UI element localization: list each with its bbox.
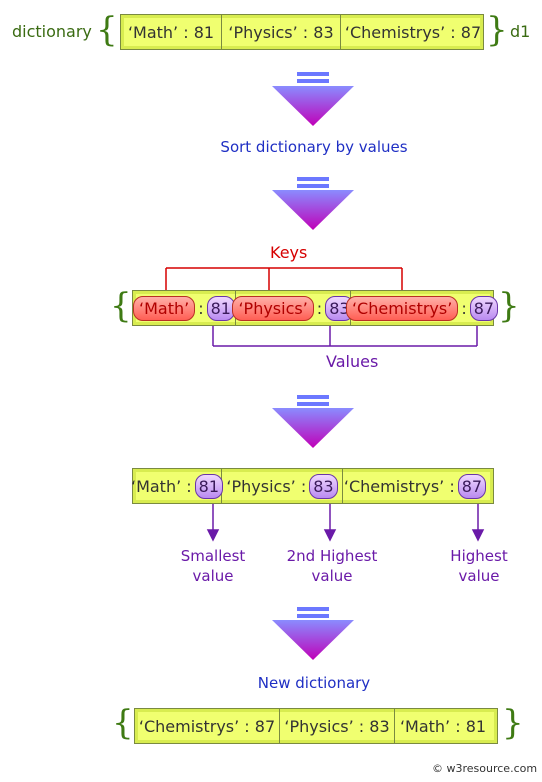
pair-cell: ‘Math’:81: [133, 291, 236, 325]
dict-cell: ‘Chemistrys’ : 87: [135, 709, 280, 743]
arrow-down-icon: [272, 72, 354, 126]
value-pill: 83: [309, 473, 338, 499]
dict-cell: ‘Physics’ : 83: [222, 15, 341, 49]
key-text: ‘Math’ :: [130, 476, 192, 496]
value-pill: 81: [194, 473, 224, 499]
note-line: 2nd Highest: [286, 547, 378, 565]
pair-cell: ‘Physics’ :83: [222, 469, 343, 503]
d1-label: d1: [510, 22, 531, 41]
open-brace: {: [112, 703, 134, 743]
keys-bracket: [165, 267, 403, 292]
note-line: value: [311, 567, 353, 585]
separator: :: [461, 298, 467, 318]
note-line: value: [192, 567, 234, 585]
pair-cell: ‘Math’ :81: [130, 469, 224, 503]
note-line: Highest: [450, 547, 508, 565]
dict-cell: ‘Math’ : 81: [121, 15, 222, 49]
dict-box-pairs: ‘Math’:81 ‘Physics’:83 ‘Chemistrys’:87: [132, 290, 499, 326]
note-line: value: [458, 567, 500, 585]
keys-label: Keys: [270, 243, 308, 262]
copyright-text: © w3resource.com: [432, 762, 538, 775]
value-pill: 81: [206, 295, 235, 321]
key-text: ‘Chemistrys’ :: [343, 476, 455, 496]
value-pill: 87: [469, 295, 499, 321]
open-brace: {: [96, 10, 118, 50]
values-bracket: [212, 323, 478, 347]
pair-cell: ‘Physics’:83: [232, 291, 354, 325]
key-pill: ‘Physics’: [232, 295, 314, 321]
arrow-down-icon: [272, 177, 354, 230]
values-label: Values: [326, 352, 379, 371]
dict-box-original: ‘Math’ : 81 ‘Physics’ : 83 ‘Chemistrys’ …: [120, 14, 484, 50]
new-dictionary-label: New dictionary: [257, 674, 371, 692]
dictionary-label: dictionary: [12, 22, 92, 41]
separator: :: [316, 298, 323, 318]
note-line: Smallest: [180, 547, 246, 565]
dict-box-sorted: ‘Math’ :81 ‘Physics’ :83 ‘Chemistrys’ :8…: [130, 468, 494, 504]
separator: :: [198, 298, 204, 318]
highest-value-note: Highest value: [430, 546, 528, 586]
pair-cell: ‘Chemistrys’:87: [345, 291, 499, 325]
smallest-value-note: Smallest value: [163, 546, 263, 586]
pointer-arrows: [206, 504, 485, 542]
key-pill: ‘Chemistrys’: [345, 295, 459, 321]
dict-cell: ‘Chemistrys’ : 87: [344, 22, 482, 42]
dict-cell: ‘Physics’ : 83: [280, 709, 395, 743]
pair-cell: ‘Chemistrys’ :87: [343, 469, 487, 503]
key-text: ‘Physics’ :: [226, 476, 307, 496]
dict-cell: ‘Math’ : 81: [399, 716, 487, 736]
step-sort-label: Sort dictionary by values: [220, 138, 408, 156]
close-brace: }: [498, 286, 520, 326]
open-brace: {: [110, 286, 132, 326]
value-pill: 87: [457, 473, 487, 499]
arrow-down-icon: [272, 607, 354, 660]
close-brace: }: [502, 703, 524, 743]
dict-box-result: ‘Chemistrys’ : 87 ‘Physics’ : 83 ‘Math’ …: [134, 708, 498, 744]
second-highest-note: 2nd Highest value: [272, 546, 392, 586]
close-brace: }: [486, 10, 508, 50]
arrow-down-icon: [272, 395, 354, 448]
key-pill: ‘Math’: [133, 295, 196, 321]
